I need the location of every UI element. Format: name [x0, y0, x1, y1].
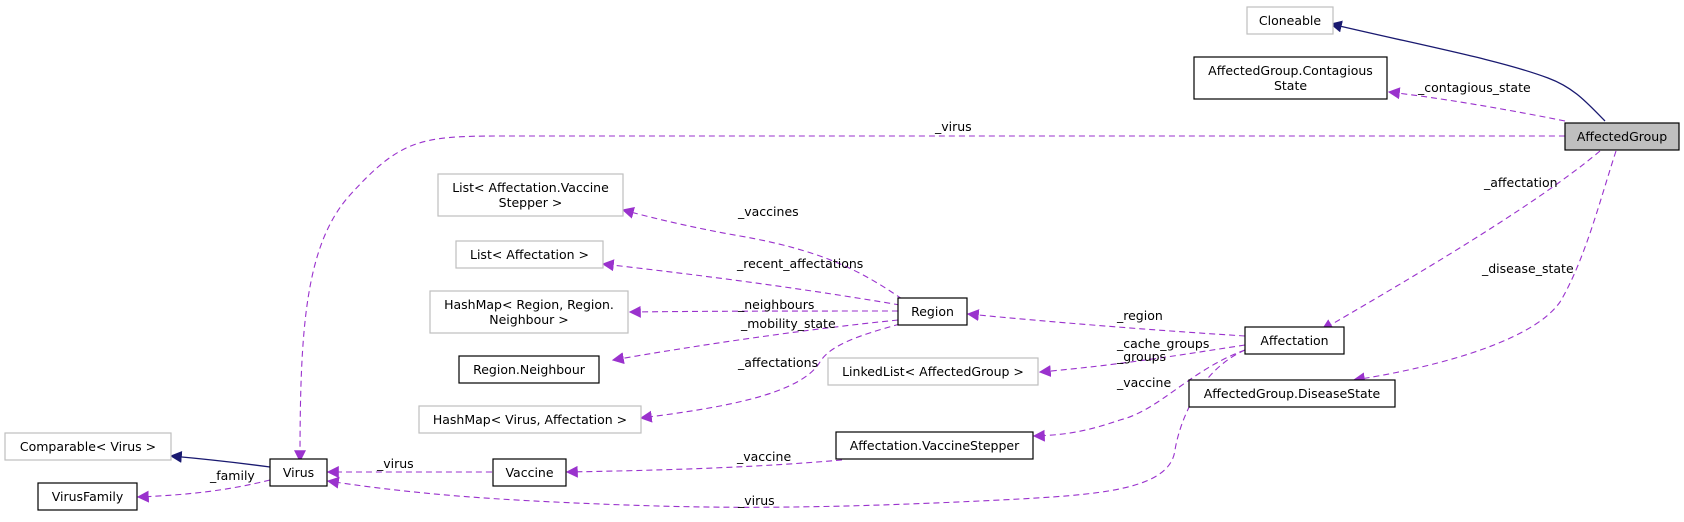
edge-label: _mobility_state — [740, 316, 836, 331]
edge-cache-groups: _cache_groups _groups — [1038, 336, 1246, 378]
edge-label: _contagious_state — [1417, 80, 1531, 95]
nodes: AffectedGroup Cloneable AffectedGroup.Co… — [4, 6, 1680, 511]
edge-affectations: _affectations — [639, 323, 901, 423]
node-label: Vaccine — [505, 465, 553, 480]
node-label: AffectedGroup — [1577, 129, 1667, 144]
edge-region: _region — [966, 308, 1246, 337]
edge-vaccine-stepper: _vaccine — [1032, 349, 1246, 442]
edge-contagious-state: _contagious_state — [1387, 80, 1566, 122]
edge-label: _vaccines — [737, 204, 799, 219]
node-label: VirusFamily — [52, 489, 124, 504]
edge-label: _region — [1116, 308, 1163, 323]
node-label: AffectedGroup.Contagious — [1208, 63, 1373, 78]
node-region-neighbour[interactable]: Region.Neighbour — [458, 355, 600, 384]
node-list-affectation[interactable]: List< Affectation > — [455, 240, 604, 269]
edge-label: _recent_affectations — [736, 256, 863, 271]
node-label: Neighbour > — [489, 312, 568, 327]
node-label: Region.Neighbour — [473, 362, 586, 377]
node-list-vaccinestepper[interactable]: List< Affectation.VaccineStepper > — [437, 173, 624, 217]
node-comparable-virus[interactable]: Comparable< Virus > — [4, 432, 172, 461]
edge-label: _neighbours — [737, 297, 814, 312]
node-label: Affectation.VaccineStepper — [850, 438, 1020, 453]
edge-family: _family — [136, 468, 271, 503]
node-virus[interactable]: Virus — [269, 458, 328, 487]
edge-affectation: _affectation — [1320, 150, 1601, 331]
node-label: Stepper > — [499, 195, 563, 210]
edge-label: _vaccine — [736, 449, 791, 464]
node-label: State — [1274, 78, 1307, 93]
node-label: Cloneable — [1259, 13, 1322, 28]
edge-label: _affectation — [1483, 175, 1558, 190]
node-affectation-vaccinestepper[interactable]: Affectation.VaccineStepper — [835, 431, 1034, 460]
edge-label: _affectations — [737, 355, 818, 370]
node-label: AffectedGroup.DiseaseState — [1204, 386, 1381, 401]
edge-inherits-comparable — [169, 450, 271, 468]
node-affectation[interactable]: Affectation — [1244, 326, 1345, 355]
edge-vaccine-vaccine: _vaccine — [565, 449, 843, 478]
node-linkedlist-affectedgroup[interactable]: LinkedList< AffectedGroup > — [827, 357, 1039, 386]
edge-virus-top: _virus — [294, 119, 1565, 463]
edge-label-secondary: _groups — [1116, 349, 1166, 364]
edge-label: _cache_groups — [1116, 336, 1209, 351]
node-hashmap-region-neighbour[interactable]: HashMap< Region, Region.Neighbour > — [429, 290, 629, 334]
edge-virus-vaccine: _virus — [326, 456, 492, 478]
edge-label: _vaccine — [1116, 375, 1171, 390]
edge-label: _virus — [737, 493, 775, 508]
edge-recent-affectations: _recent_affectations — [601, 256, 901, 306]
node-cloneable[interactable]: Cloneable — [1246, 6, 1334, 35]
edge-label: _virus — [376, 456, 414, 471]
edges: _contagious_state _virus _affectation _d… — [136, 20, 1617, 508]
node-label: HashMap< Virus, Affectation > — [433, 412, 627, 427]
edge-neighbours: _neighbours — [628, 297, 899, 318]
edge-virus-bottom: _virus — [326, 349, 1246, 508]
node-label: Comparable< Virus > — [20, 439, 156, 454]
node-hashmap-virus-affectation[interactable]: HashMap< Virus, Affectation > — [418, 405, 642, 434]
edge-disease-state: _disease_state — [1352, 150, 1617, 385]
node-vaccine[interactable]: Vaccine — [492, 458, 567, 487]
node-label: HashMap< Region, Region. — [444, 297, 614, 312]
edge-mobility-state: _mobility_state — [611, 316, 899, 365]
edge-inherits-cloneable — [1329, 20, 1606, 122]
node-region[interactable]: Region — [897, 297, 968, 326]
edge-vaccines: _vaccines — [621, 204, 903, 300]
node-virusfamily[interactable]: VirusFamily — [37, 482, 138, 511]
node-label: List< Affectation > — [470, 247, 589, 262]
edge-label: _disease_state — [1481, 261, 1574, 276]
node-diseasestate[interactable]: AffectedGroup.DiseaseState — [1188, 379, 1396, 408]
node-label: LinkedList< AffectedGroup > — [842, 364, 1024, 379]
node-label: List< Affectation.Vaccine — [452, 180, 609, 195]
node-label: Region — [911, 304, 954, 319]
edge-label: _family — [209, 468, 255, 483]
node-label: Virus — [283, 465, 314, 480]
node-affectedgroup[interactable]: AffectedGroup — [1564, 122, 1680, 151]
node-label: Affectation — [1260, 333, 1328, 348]
edge-label: _virus — [934, 119, 972, 134]
